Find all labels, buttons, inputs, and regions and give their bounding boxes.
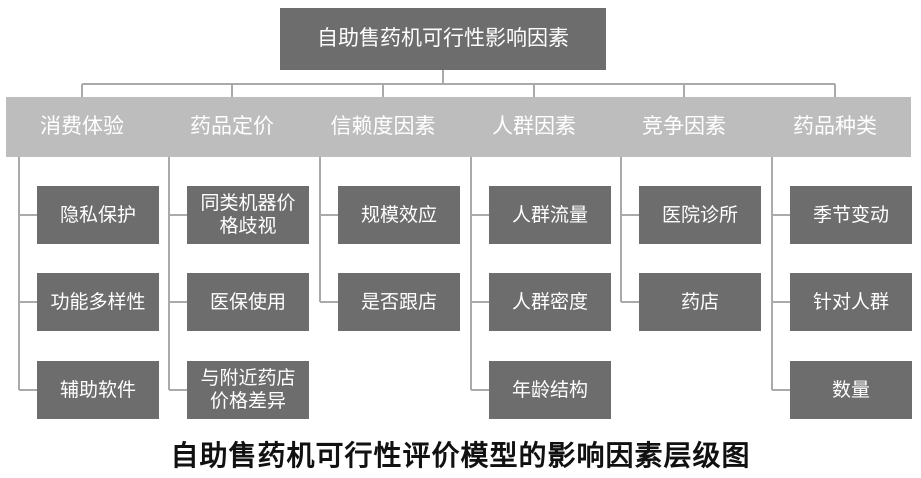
leaf-node: 功能多样性 [37, 273, 159, 331]
leaf-label: 隐私保护 [59, 203, 136, 226]
leaf-label: 针对人群 [812, 290, 889, 313]
root-node: 自助售药机可行性影响因素 [280, 8, 606, 70]
category-node-drug-pricing: 药品定价 [156, 97, 308, 157]
leaf-label: 与附近药店 价格差异 [200, 367, 296, 412]
leaf-label: 医保使用 [209, 290, 286, 313]
category-node-consumer-experience: 消费体验 [6, 97, 158, 157]
figure-caption: 自助售药机可行性评价模型的影响因素层级图 [170, 439, 751, 472]
leaf-label: 药店 [680, 290, 719, 313]
leaf-node: 针对人群 [790, 273, 912, 331]
leaf-label: 人群流量 [511, 203, 588, 226]
leaf-label: 季节变动 [812, 203, 889, 226]
category-node-trust-factors: 信赖度因素 [307, 97, 459, 157]
category-node-competition-factors: 竞争因素 [608, 97, 760, 157]
leaf-label: 同类机器价 格歧视 [200, 192, 296, 237]
leaf-node: 人群密度 [489, 273, 611, 331]
root-label: 自助售药机可行性影响因素 [317, 26, 569, 51]
leaf-node: 辅助软件 [37, 361, 159, 419]
category-label: 信赖度因素 [330, 114, 436, 139]
leaf-label: 规模效应 [360, 203, 437, 226]
leaf-label: 医院诊所 [661, 203, 738, 226]
leaf-node: 药店 [639, 273, 761, 331]
leaf-label: 辅助软件 [59, 378, 136, 401]
leaf-node: 隐私保护 [37, 186, 159, 244]
leaf-label: 数量 [831, 378, 870, 401]
leaf-label: 人群密度 [511, 290, 588, 313]
leaf-node: 规模效应 [338, 186, 460, 244]
leaf-label: 年龄结构 [511, 378, 588, 401]
category-label: 药品种类 [793, 114, 877, 139]
leaf-node: 医保使用 [187, 273, 309, 331]
leaf-node: 数量 [790, 361, 912, 419]
category-label: 竞争因素 [642, 114, 726, 139]
leaf-node: 季节变动 [790, 186, 912, 244]
leaf-label: 功能多样性 [50, 290, 146, 313]
category-label: 药品定价 [190, 114, 274, 139]
category-label: 人群因素 [492, 114, 576, 139]
category-node-drug-types: 药品种类 [759, 97, 911, 157]
leaf-node: 与附近药店 价格差异 [187, 361, 309, 419]
category-node-population-factors: 人群因素 [458, 97, 610, 157]
leaf-label: 是否跟店 [360, 290, 437, 313]
category-label: 消费体验 [40, 114, 124, 139]
leaf-node: 是否跟店 [338, 273, 460, 331]
leaf-node: 年龄结构 [489, 361, 611, 419]
leaf-node: 人群流量 [489, 186, 611, 244]
leaf-node: 医院诊所 [639, 186, 761, 244]
leaf-node: 同类机器价 格歧视 [187, 186, 309, 244]
